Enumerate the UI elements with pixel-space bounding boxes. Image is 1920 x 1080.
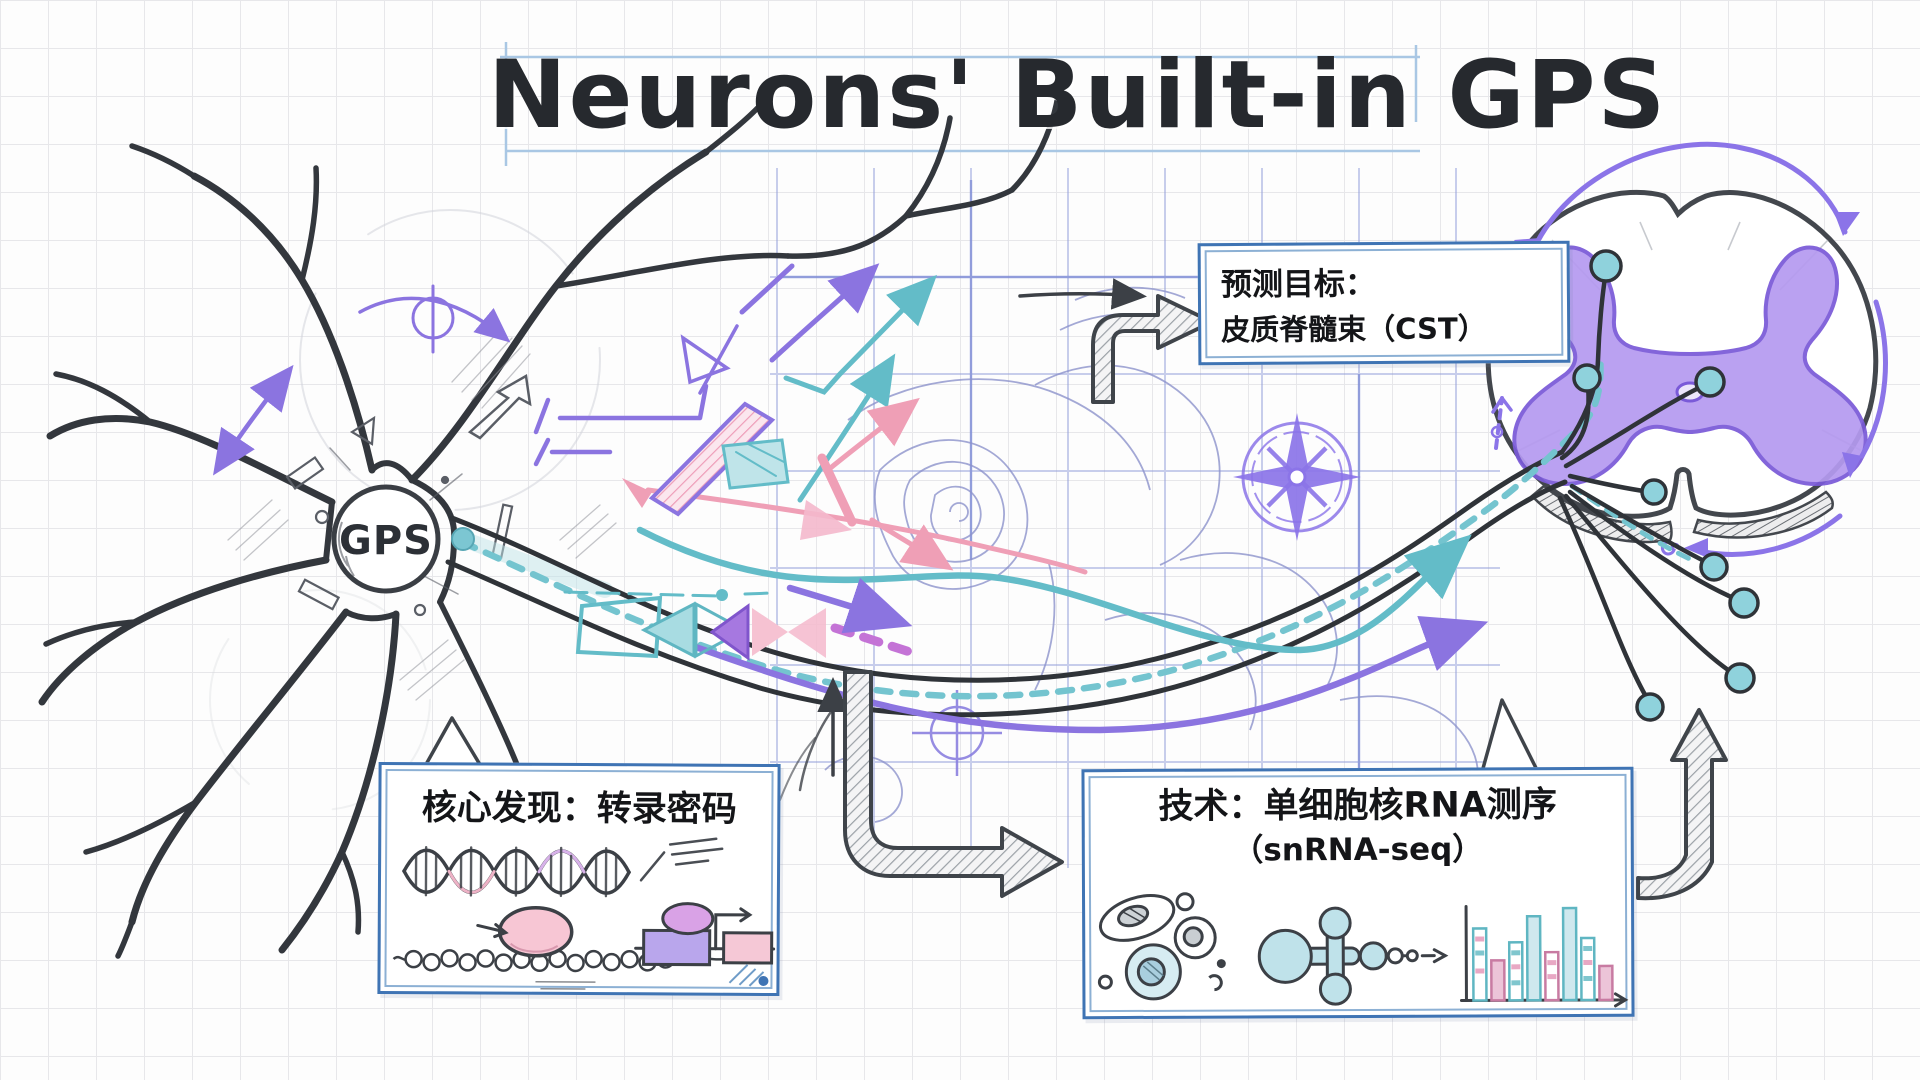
page-title: Neurons' Built-in GPS <box>488 41 1668 150</box>
gps-label: GPS <box>339 518 433 564</box>
crosshair-icon <box>912 690 1002 776</box>
annotation-hatch <box>639 837 724 882</box>
microfluidic-chip-icon <box>1257 906 1449 1006</box>
axon-path <box>445 249 1760 722</box>
prediction-target-box: 预测目标： 皮质脊髓束（CST） <box>1197 240 1571 366</box>
technique-line2: （snRNA-seq） <box>1232 831 1484 869</box>
big-curved-arrows <box>843 294 1728 901</box>
big-curved-arrow-to-spinal-cord <box>1636 708 1728 901</box>
blueprint-corner <box>728 964 765 987</box>
compass-rose-icon <box>1233 413 1361 541</box>
dna-helix-icon <box>402 845 631 898</box>
blue-dot <box>758 975 769 986</box>
big-curved-arrow-to-prediction <box>1091 294 1214 404</box>
cell-cluster-icon <box>1097 892 1226 1001</box>
topographic-contours <box>824 286 1479 823</box>
core-discovery-box: 核心发现：转录密码 <box>377 761 781 997</box>
gps-soma-badge: GPS <box>331 484 441 594</box>
technique-illustration <box>1097 892 1629 1008</box>
gene-diagram-icon <box>634 902 776 967</box>
axon-terminal-bulbs <box>1557 249 1760 722</box>
technique-line1: 技术：单细胞核RNA测序 <box>1158 785 1557 827</box>
discovery-illustration <box>392 837 776 990</box>
soma-doodles <box>285 374 532 617</box>
thin-arrows <box>779 278 1147 801</box>
rna-polymerase-icon <box>476 906 574 958</box>
gps-signal-dot <box>451 527 475 551</box>
decorative-arrows <box>533 263 954 661</box>
discovery-title: 核心发现：转录密码 <box>421 788 737 830</box>
teal-flow-arrow <box>636 526 1472 654</box>
blueprint-guides <box>500 42 1420 166</box>
big-curved-arrow-to-technique <box>843 670 1064 898</box>
bar-chart-icon <box>1459 905 1629 1008</box>
technique-box: 技术：单细胞核RNA测序 （snRNA-seq） <box>1081 766 1635 1020</box>
prediction-line2: 皮质脊髓束（CST） <box>1221 310 1487 347</box>
prediction-line1: 预测目标： <box>1220 266 1376 304</box>
thin-right-arrow <box>1018 278 1147 310</box>
rotation-arrows <box>213 284 511 476</box>
neuron-sketch <box>38 89 1061 959</box>
